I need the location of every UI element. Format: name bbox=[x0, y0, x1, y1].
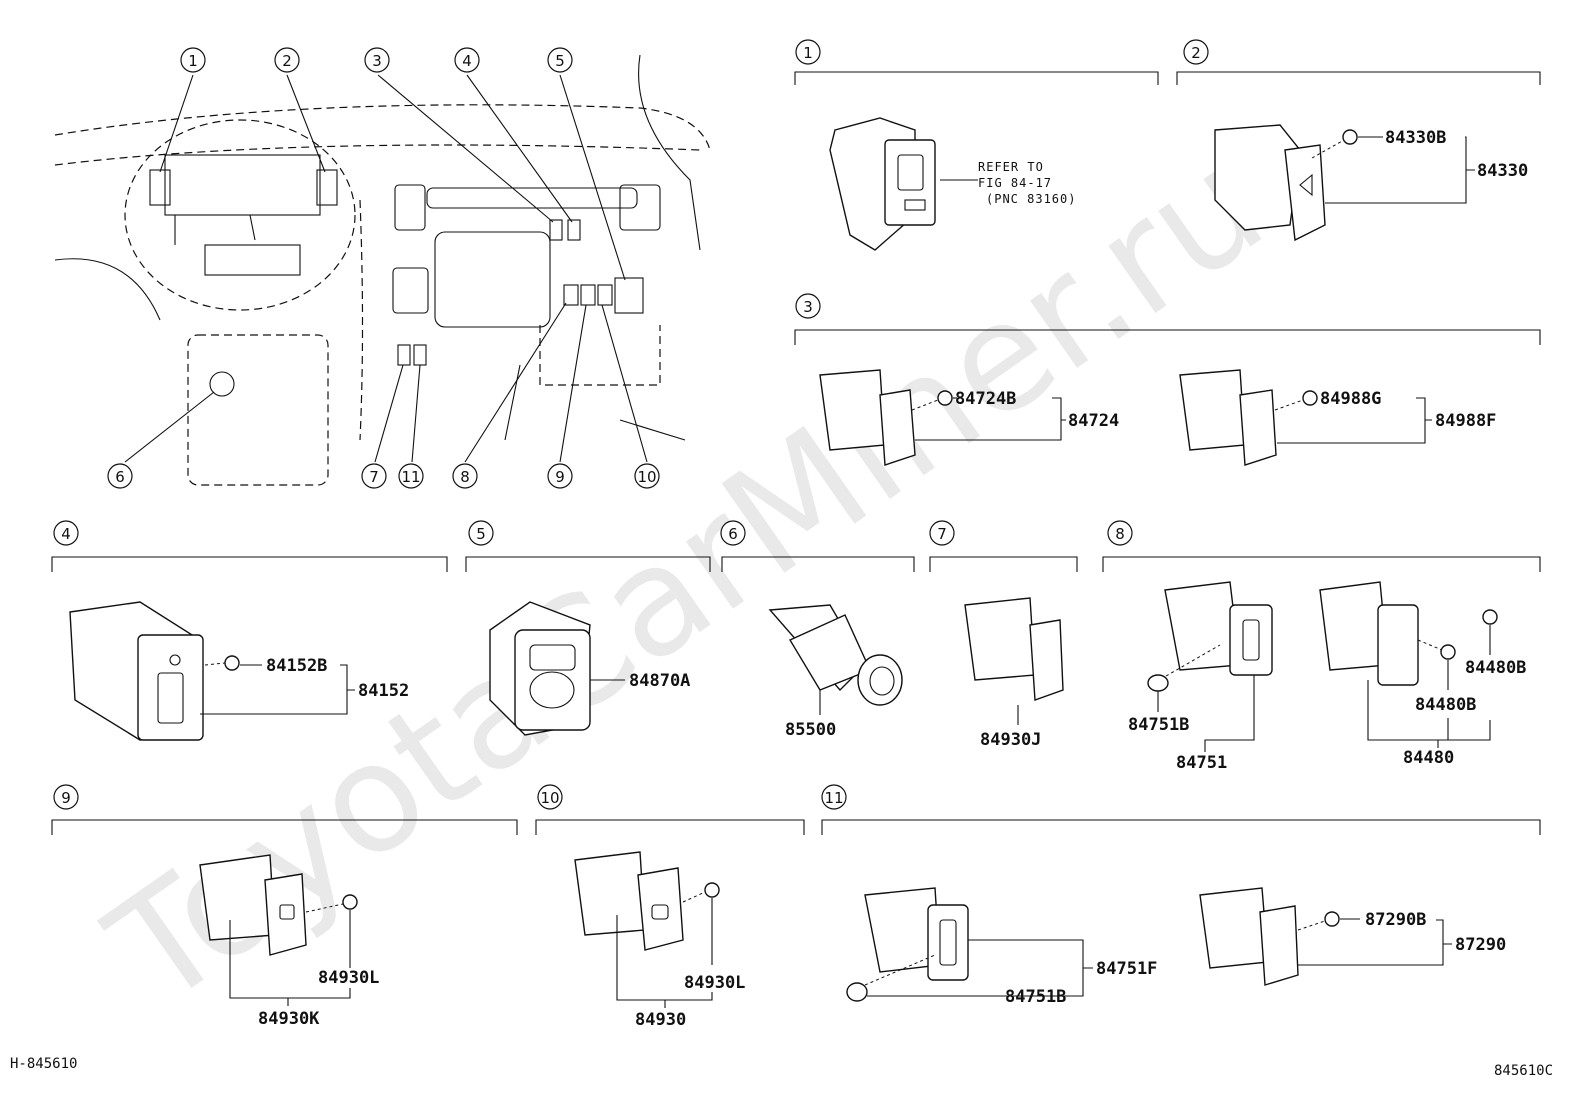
callout-number: 1 bbox=[803, 44, 813, 62]
dashboard-overview bbox=[54, 54, 711, 486]
part-number: 84751B bbox=[1128, 715, 1189, 735]
group-3: 84724B 84724 84988G 84988F bbox=[794, 329, 1541, 466]
callout-number: 1 bbox=[188, 52, 198, 70]
part-number: 84152 bbox=[358, 681, 409, 701]
callout-number: 4 bbox=[462, 52, 472, 70]
callout-number: 11 bbox=[824, 789, 843, 807]
group-callout: 11 bbox=[821, 784, 847, 810]
group-callout: 6 bbox=[720, 520, 746, 546]
callout-number: 10 bbox=[540, 789, 559, 807]
group-1: REFER TO FIG 84-17 (PNC 83160) bbox=[794, 71, 1159, 251]
group-7: 84930J bbox=[929, 556, 1078, 750]
drawing-code: H-845610 bbox=[10, 1056, 77, 1072]
group-2: 84330B 84330 bbox=[1176, 71, 1541, 242]
switch-11-location bbox=[413, 344, 427, 366]
part-number: 84480B bbox=[1415, 695, 1476, 715]
part-number: 84930K bbox=[258, 1009, 320, 1029]
part-number: 84930J bbox=[980, 730, 1041, 750]
group-5: 84870A bbox=[465, 556, 711, 736]
overview-callout: 7 bbox=[361, 463, 387, 489]
switch-7-location bbox=[397, 344, 411, 366]
part-number: 84724B bbox=[955, 389, 1016, 409]
switch-4-location bbox=[567, 219, 581, 241]
lighter-location bbox=[209, 371, 235, 397]
part-number: 84480 bbox=[1403, 748, 1454, 768]
switch-1-location bbox=[149, 169, 171, 206]
part-number: 84480B bbox=[1465, 658, 1526, 678]
group-4: 84152B 84152 bbox=[51, 556, 448, 741]
callout-number: 5 bbox=[555, 52, 565, 70]
part-number: 84330B bbox=[1385, 128, 1446, 148]
part-number: 84930L bbox=[684, 973, 745, 993]
group-callout: 9 bbox=[53, 784, 79, 810]
part-number: 84751F bbox=[1096, 959, 1157, 979]
group-callout: 1 bbox=[795, 39, 821, 65]
part-number: 84751B bbox=[1005, 987, 1066, 1007]
part-number: 84930 bbox=[635, 1010, 686, 1030]
ref-line-2: FIG 84-17 bbox=[978, 176, 1052, 190]
overview-callout: 9 bbox=[547, 463, 573, 489]
callout-number: 2 bbox=[282, 52, 292, 70]
part-number: 85500 bbox=[785, 720, 836, 740]
switch-5-location bbox=[614, 277, 644, 314]
part-number: 84330 bbox=[1477, 161, 1528, 181]
callout-number: 8 bbox=[1115, 525, 1125, 543]
group-callout: 8 bbox=[1107, 520, 1133, 546]
switch-9-location bbox=[580, 284, 596, 306]
callout-number: 10 bbox=[637, 468, 656, 486]
callout-number: 6 bbox=[728, 525, 738, 543]
callout-number: 11 bbox=[401, 468, 420, 486]
overview-callout: 5 bbox=[547, 47, 573, 73]
part-number: 84870A bbox=[629, 671, 690, 691]
switch-8-location bbox=[563, 284, 579, 306]
overview-callout: 2 bbox=[274, 47, 300, 73]
callout-number: 6 bbox=[115, 468, 125, 486]
group-9: 84930L 84930K bbox=[51, 819, 518, 1029]
ref-line-3: (PNC 83160) bbox=[986, 192, 1076, 206]
switch-2-location bbox=[316, 169, 338, 206]
part-number: 84152B bbox=[266, 656, 327, 676]
group-callout: 7 bbox=[929, 520, 955, 546]
center-display bbox=[434, 231, 551, 328]
part-number: 84988F bbox=[1435, 411, 1496, 431]
overview-callout: 8 bbox=[452, 463, 478, 489]
part-number: 84930L bbox=[318, 968, 379, 988]
callout-number: 7 bbox=[369, 468, 379, 486]
part-number: 84988G bbox=[1320, 389, 1381, 409]
group-8: 84751B 84751 84480B 84480B 84480 bbox=[1102, 556, 1541, 773]
group-callout: 2 bbox=[1183, 39, 1209, 65]
callout-number: 3 bbox=[372, 52, 382, 70]
callout-number: 5 bbox=[476, 525, 486, 543]
part-number: 87290B bbox=[1365, 910, 1426, 930]
part-number: 87290 bbox=[1455, 935, 1506, 955]
overview-callout: 4 bbox=[454, 47, 480, 73]
overview-callout: 6 bbox=[107, 463, 133, 489]
switch-3-location bbox=[549, 219, 563, 241]
group-callout: 5 bbox=[468, 520, 494, 546]
overview-callout: 10 bbox=[634, 463, 660, 489]
callout-number: 2 bbox=[1191, 44, 1201, 62]
callout-number: 3 bbox=[803, 298, 813, 316]
group-callout: 4 bbox=[53, 520, 79, 546]
group-callout: 3 bbox=[795, 293, 821, 319]
part-number: 84751 bbox=[1176, 753, 1227, 773]
group-callout: 10 bbox=[537, 784, 563, 810]
overview-callout: 11 bbox=[398, 463, 424, 489]
callout-number: 7 bbox=[937, 525, 947, 543]
figure-code: 845610C bbox=[1494, 1063, 1553, 1079]
switch-10-location bbox=[597, 284, 613, 306]
callout-number: 4 bbox=[61, 525, 71, 543]
ref-line-1: REFER TO bbox=[978, 160, 1044, 174]
callout-number: 8 bbox=[460, 468, 470, 486]
group-6: 85500 bbox=[721, 556, 915, 740]
group-11: 84751F 84751B 87290B 87290 bbox=[821, 819, 1541, 1007]
callout-number: 9 bbox=[555, 468, 565, 486]
part-number: 84724 bbox=[1068, 411, 1119, 431]
overview-callout: 1 bbox=[180, 47, 206, 73]
overview-callout: 3 bbox=[364, 47, 390, 73]
group-10: 84930L 84930 bbox=[535, 819, 805, 1030]
callout-number: 9 bbox=[61, 789, 71, 807]
cluster-outline bbox=[124, 119, 356, 311]
